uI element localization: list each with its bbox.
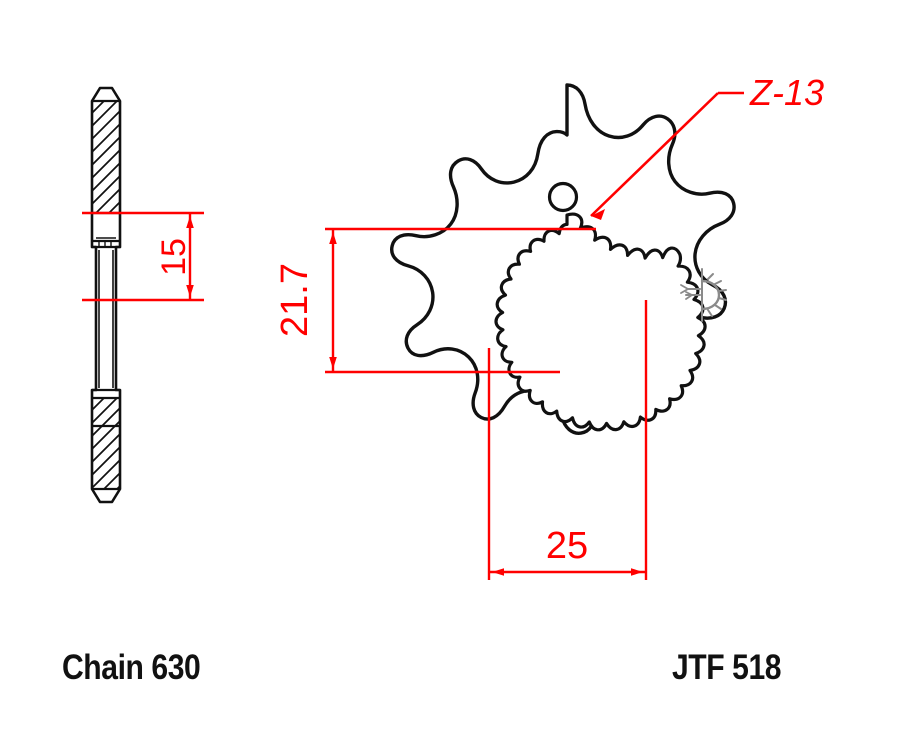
- side-view-spline-marks: [96, 237, 116, 247]
- part-number-label: JTF 518: [672, 648, 782, 687]
- callout-z13-label: Z-13: [749, 72, 824, 113]
- dimension-25-value: 25: [546, 525, 588, 567]
- dimension-25: 25: [487, 300, 648, 580]
- dimension-21-7: 21.7: [274, 227, 596, 374]
- surface-finish-symbol: [680, 268, 727, 322]
- front-view: [390, 83, 736, 435]
- oil-hole: [547, 181, 579, 213]
- dimension-21-7-value: 21.7: [274, 263, 316, 337]
- dimension-15-value: 15: [155, 238, 193, 276]
- side-view-hatch-lower: [92, 398, 120, 489]
- dimension-15: 15: [82, 211, 204, 302]
- chain-label: Chain 630: [62, 648, 201, 687]
- side-section-view: [90, 86, 122, 504]
- side-view-web-lines: [95, 250, 117, 388]
- splined-bore-outline: [494, 212, 707, 432]
- callout-z13: Z-13: [590, 72, 824, 220]
- side-view-hatch-upper: [92, 101, 120, 213]
